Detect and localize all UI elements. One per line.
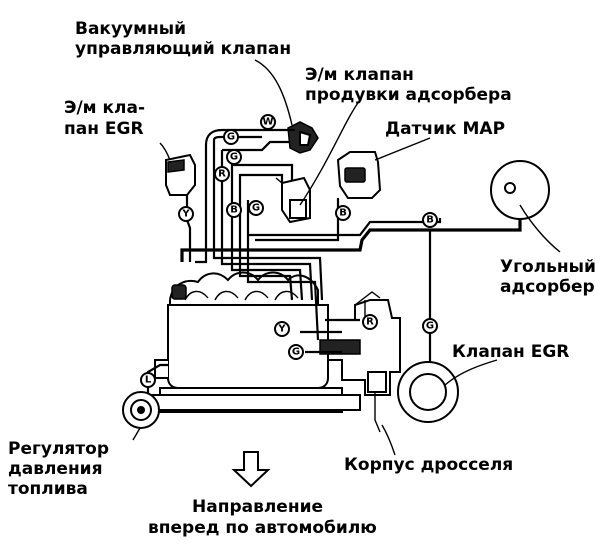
hose-tag-b-3: B xyxy=(422,212,438,228)
label-egr-solenoid-line1: Э/м кла- xyxy=(64,98,145,118)
engine-block xyxy=(144,271,361,413)
label-canister-line1: Угольный xyxy=(500,257,596,277)
leader-lines xyxy=(132,59,561,456)
label-egr-solenoid-line2: пан EGR xyxy=(64,119,144,139)
label-regulator-line1: Регулятор xyxy=(8,439,109,459)
hose-tag-g-4: G xyxy=(422,318,438,334)
hose-tag-y-1: Y xyxy=(178,206,194,222)
svg-text:W: W xyxy=(262,117,273,128)
svg-text:R: R xyxy=(366,317,374,328)
svg-text:G: G xyxy=(292,347,300,358)
label-vacuum-valve-line1: Вакуумный xyxy=(75,19,186,39)
label-canister-line2: адсорбер xyxy=(500,277,595,297)
svg-text:Y: Y xyxy=(181,209,190,220)
map-sensor xyxy=(336,151,382,199)
egr-solenoid-valve xyxy=(165,153,196,196)
hose-tag-b-2: B xyxy=(335,205,351,221)
svg-text:G: G xyxy=(230,152,238,163)
label-egr-valve: Клапан EGR xyxy=(452,342,569,362)
label-regulator-line3: топлива xyxy=(8,479,88,499)
svg-text:L: L xyxy=(145,375,152,386)
fuel-pressure-regulator xyxy=(122,391,160,429)
label-direction-line2: вперед по автомобилю xyxy=(148,518,377,538)
svg-text:G: G xyxy=(426,321,434,332)
hose-tag-r: R xyxy=(214,166,230,182)
label-purge-valve-line2: продувки адсорбера xyxy=(305,85,512,105)
svg-text:G: G xyxy=(252,203,260,214)
label-purge-valve-line1: Э/м клапан xyxy=(305,65,414,85)
label-vacuum-valve-line2: управляющий клапан xyxy=(75,39,291,59)
svg-text:B: B xyxy=(339,208,347,219)
hose-tag-w: W xyxy=(260,114,276,130)
svg-text:R: R xyxy=(218,169,226,180)
label-throttle-body: Корпус дросселя xyxy=(344,455,513,475)
svg-text:Y: Y xyxy=(277,324,286,335)
svg-text:G: G xyxy=(227,132,235,143)
hose-tag-b-1: B xyxy=(226,202,242,218)
purge-solenoid-valve xyxy=(275,176,311,224)
svg-text:B: B xyxy=(426,215,434,226)
throttle-body xyxy=(319,291,401,433)
vacuum-control-valve xyxy=(287,121,319,154)
hose-tag-g-3: G xyxy=(248,200,264,216)
svg-text:B: B xyxy=(230,205,238,216)
hose-tag-l: L xyxy=(140,372,156,388)
hose-tag-g-2: G xyxy=(226,149,242,165)
label-map-sensor: Датчик MAP xyxy=(385,119,505,139)
hose-tag-g-1: G xyxy=(223,129,239,145)
hose-tag-g-5: G xyxy=(288,344,304,360)
label-regulator-line2: давления xyxy=(8,459,103,479)
forward-direction-arrow xyxy=(231,451,271,488)
egr-valve xyxy=(397,361,459,423)
charcoal-canister xyxy=(490,160,550,220)
label-direction-line1: Направление xyxy=(192,497,323,517)
hose-tag-r-2: R xyxy=(362,314,378,330)
hose-tag-y-2: Y xyxy=(274,321,290,337)
